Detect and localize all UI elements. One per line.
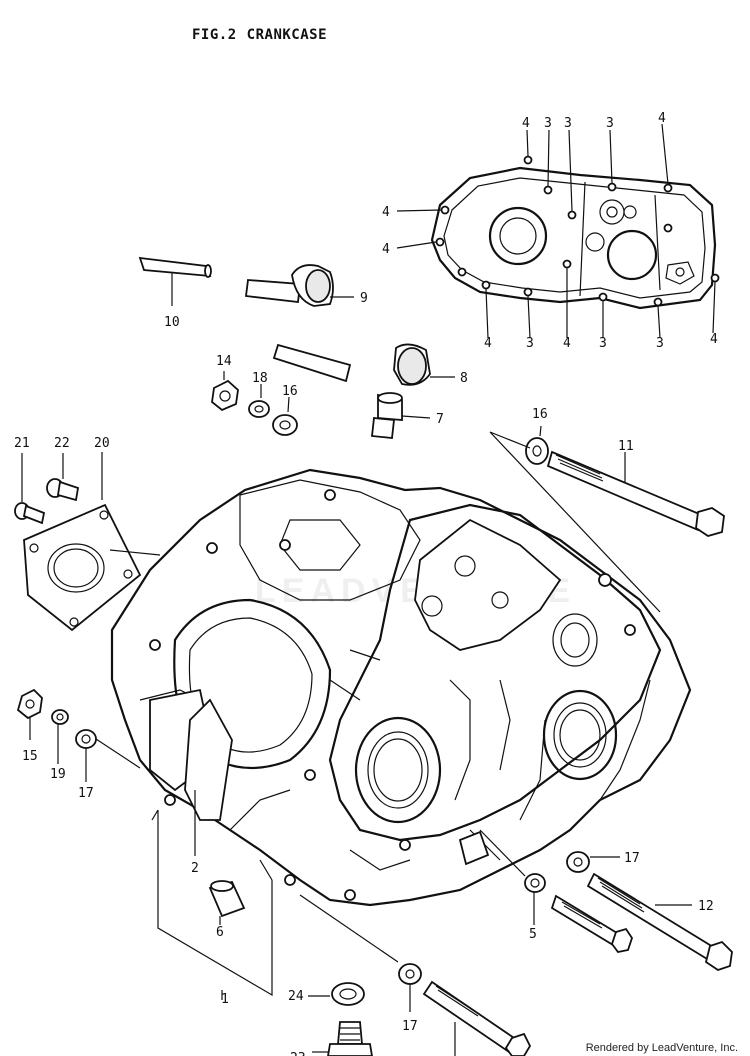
callout-22: 22 [54,436,70,451]
bolt-5 [479,829,633,953]
callout-20: 20 [94,436,110,451]
callout-3: 3 [599,336,607,351]
figure-title: FIG.2 CRANKCASE [192,27,337,43]
nut-14 [211,371,239,412]
callout-4: 4 [522,116,530,131]
callout-15: 15 [22,749,38,764]
nut-15 [16,688,43,740]
callout-18: 18 [252,371,268,386]
callout-10: 10 [164,315,180,330]
callout-5: 5 [529,927,537,942]
callout-2: 2 [191,861,199,876]
callout-3: 3 [656,336,664,351]
bolt-11 [489,425,725,613]
washer-24 [308,982,365,1006]
drain-plug-23 [312,1021,373,1056]
callout-1: 1 [221,992,229,1007]
screw-22 [46,453,80,502]
callout-17: 17 [78,786,94,801]
callout-4: 4 [382,205,390,220]
gasket-20 [23,452,161,632]
callout-21: 21 [14,436,30,451]
render-credit: Rendered by LeadVenture, Inc. [585,1042,738,1054]
callout-3: 3 [526,336,534,351]
callout-3: 3 [606,116,614,131]
callout-16: 16 [282,384,298,399]
callout-17: 17 [402,1019,418,1034]
callout-16: 16 [532,407,548,422]
screw-21 [14,453,46,525]
callout-12: 12 [698,899,714,914]
figure-name: CRANKCASE [246,27,328,43]
leader-lines-1-2 [151,790,273,1000]
breather-hose-10 [138,256,212,306]
callout-7: 7 [436,412,444,427]
callout-4: 4 [710,332,718,347]
callout-3: 3 [564,116,572,131]
washer-16-upper [272,396,298,436]
hose-with-fitting-8 [272,343,455,386]
callout-4: 4 [382,242,390,257]
callout-6: 6 [216,925,224,940]
callout-14: 14 [216,354,232,369]
callout-4: 4 [658,111,666,126]
crankcase-assembly [110,468,692,907]
fitting-7 [371,392,431,439]
callout-23: 23 [290,1051,306,1056]
inset-bolt-holes [435,155,720,307]
lock-washer-18 [248,384,270,418]
hose-with-clamp-9 [244,264,354,307]
washer-17-left [75,729,141,782]
callout-11: 11 [618,439,634,454]
callout-4: 4 [563,336,571,351]
callout-9: 9 [360,291,368,306]
callout-19: 19 [50,767,66,782]
dowel-pin-6 [208,880,246,925]
callout-8: 8 [460,371,468,386]
lock-washer-19 [51,709,69,764]
figure-number: FIG.2 [192,27,237,43]
callout-3: 3 [544,116,552,131]
callout-4: 4 [484,336,492,351]
callout-labels: 1 2 3 3 3 3 3 3 4 4 4 4 4 4 4 5 6 7 8 9 … [14,111,718,1056]
bolt-12 [566,851,733,971]
bolt-bottom [299,894,532,1056]
callout-17: 17 [624,851,640,866]
crankcase-side-inset [396,123,720,339]
callout-24: 24 [288,989,304,1004]
